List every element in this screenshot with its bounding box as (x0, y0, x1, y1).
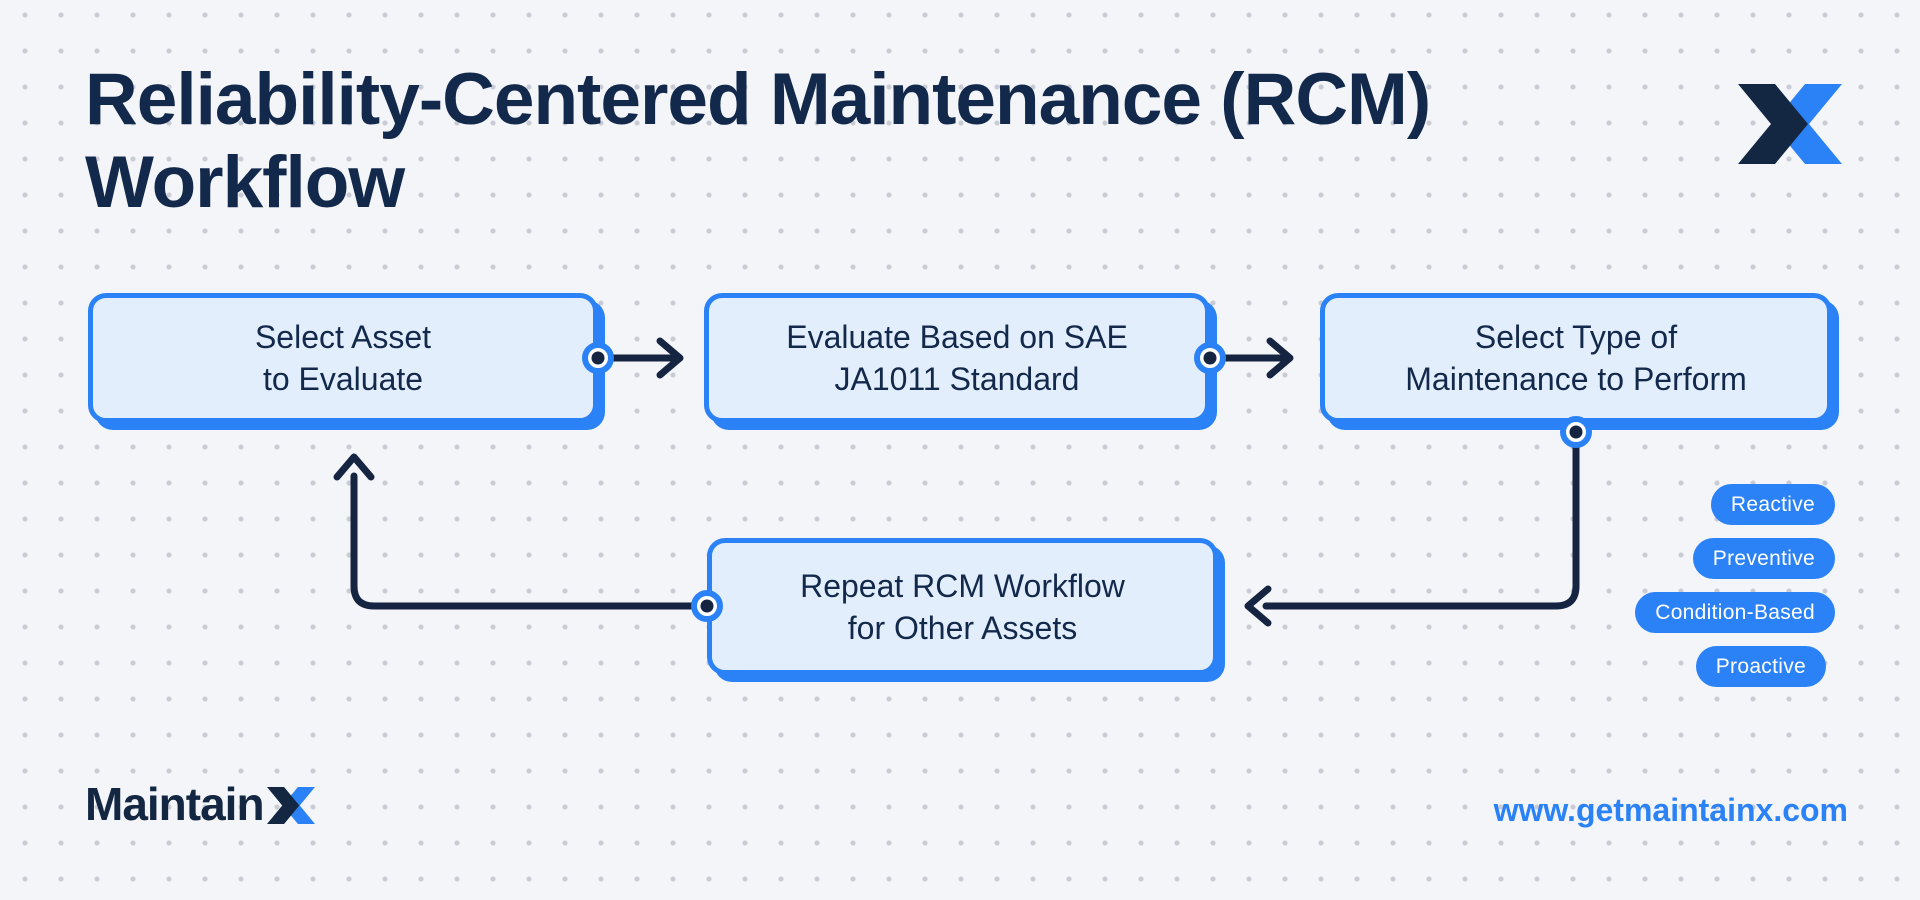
arrowhead-up-icon (333, 453, 375, 481)
connector-dot-step2 (1194, 342, 1226, 374)
flow-step-select-maintenance-type: Select Type of Maintenance to Perform (1320, 293, 1832, 423)
flow-step-evaluate-sae: Evaluate Based on SAE JA1011 Standard (704, 293, 1210, 423)
connector-dot-step3 (1560, 416, 1592, 448)
pill-preventive: Preventive (1692, 538, 1835, 579)
arrow-step4-to-step1 (350, 472, 697, 610)
flow-step-label: Select Type of Maintenance to Perform (1405, 319, 1747, 397)
arrowhead-left-icon (1244, 585, 1272, 627)
page-title: Reliability-Centered Maintenance (RCM) W… (85, 59, 1431, 223)
flow-step-label: Repeat RCM Workflow for Other Assets (800, 567, 1125, 646)
pill-reactive: Reactive (1710, 484, 1835, 525)
flow-step-repeat-workflow: Repeat RCM Workflow for Other Assets (707, 538, 1218, 675)
arrowhead-right-icon (656, 337, 684, 379)
connector-dot-step1 (582, 342, 614, 374)
maintainx-logo-icon (1738, 84, 1842, 164)
flow-step-label: Evaluate Based on SAE JA1011 Standard (786, 319, 1128, 397)
maintainx-x-icon (266, 787, 315, 824)
arrow-step3-to-step4 (1262, 442, 1580, 610)
website-url-link[interactable]: www.getmaintainx.com (1493, 792, 1848, 828)
pill-proactive: Proactive (1695, 646, 1826, 687)
arrowhead-right-icon (1266, 337, 1294, 379)
wordmark-text: Maintain (85, 778, 265, 830)
maintainx-wordmark: Maintain X (85, 778, 315, 830)
flow-step-label: Select Asset to Evaluate (254, 319, 432, 397)
flow-step-select-asset: Select Asset to Evaluate (88, 293, 598, 423)
pill-condition-based: Condition-Based (1635, 592, 1835, 633)
connector-dot-step4 (691, 590, 723, 622)
